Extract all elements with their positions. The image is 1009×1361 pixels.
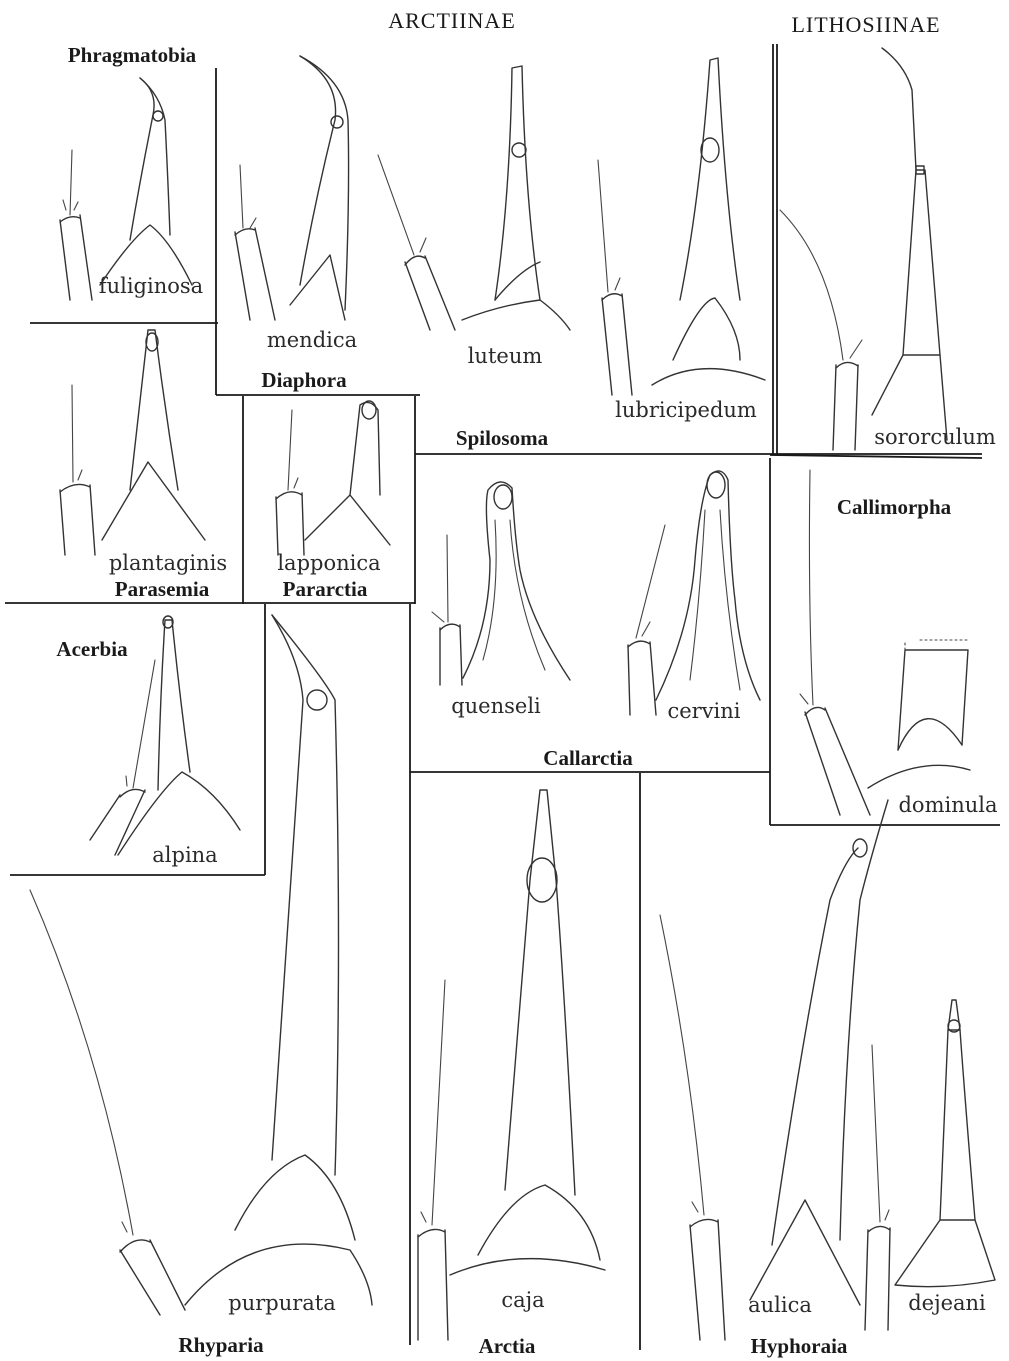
species-mendica: mendica xyxy=(267,328,357,352)
genus-phragmatobia: Phragmatobia xyxy=(68,43,197,67)
drawing-mendica xyxy=(235,56,349,320)
drawing-plantaginis xyxy=(60,330,205,555)
species-alpina: alpina xyxy=(152,843,217,867)
drawing-lapponica xyxy=(276,401,390,555)
subfamily-lithosiinae: LITHOSIINAE xyxy=(791,12,940,37)
genus-rhyparia: Rhyparia xyxy=(178,1333,264,1357)
species-quenseli: quenseli xyxy=(451,694,541,718)
drawing-dominula xyxy=(800,470,970,815)
drawing-fuliginosa xyxy=(60,78,192,300)
drawing-aulica xyxy=(660,800,888,1340)
species-lapponica: lapponica xyxy=(277,551,380,575)
drawing-caja xyxy=(418,790,605,1340)
species-luteum: luteum xyxy=(468,344,543,368)
species-dejeani: dejeani xyxy=(908,1291,986,1315)
drawing-cervini xyxy=(628,471,760,715)
genus-pararctia: Pararctia xyxy=(283,577,368,601)
genus-arctia: Arctia xyxy=(479,1334,536,1358)
genus-spilosoma: Spilosoma xyxy=(456,426,549,450)
species-cervini: cervini xyxy=(667,699,740,723)
species-caja: caja xyxy=(501,1288,544,1312)
genus-parasemia: Parasemia xyxy=(115,577,210,601)
genus-diaphora: Diaphora xyxy=(261,368,347,392)
species-purpurata: purpurata xyxy=(228,1291,336,1315)
genus-callimorpha: Callimorpha xyxy=(837,495,952,519)
species-fuliginosa: fuliginosa xyxy=(99,274,203,298)
drawing-luteum xyxy=(378,66,570,330)
drawing-quenseli xyxy=(432,482,570,685)
drawing-sororculum xyxy=(780,48,947,450)
species-dominula: dominula xyxy=(898,793,997,817)
species-sororculum: sororculum xyxy=(874,425,996,449)
subfamily-arctiinae: ARCTIINAE xyxy=(388,8,516,33)
genus-callarctia: Callarctia xyxy=(543,746,633,770)
drawing-lubricipedum xyxy=(598,58,765,395)
genus-hyphoraia: Hyphoraia xyxy=(751,1334,848,1358)
drawing-rhyparia xyxy=(30,615,372,1315)
genus-acerbia: Acerbia xyxy=(56,637,128,661)
species-aulica: aulica xyxy=(748,1293,812,1317)
drawing-dejeani xyxy=(865,1000,995,1330)
species-lubricipedum: lubricipedum xyxy=(615,398,757,422)
species-plantaginis: plantaginis xyxy=(109,551,227,575)
